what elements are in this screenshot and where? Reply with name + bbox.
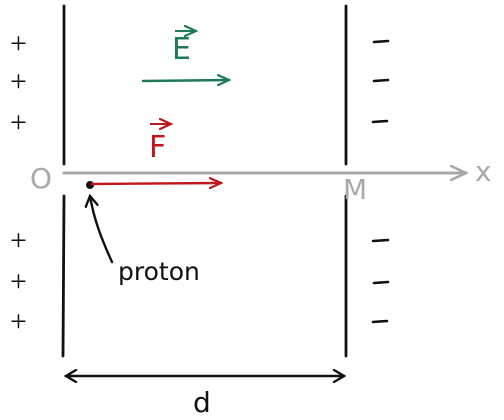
origin-label: O	[30, 162, 52, 195]
plus-charge: +	[10, 106, 27, 139]
distance-label: d	[193, 386, 211, 419]
proton-label: proton	[118, 257, 200, 286]
proton-pointer-arrow	[90, 196, 114, 264]
plus-charge: +	[10, 65, 27, 98]
field-arrow	[141, 80, 229, 81]
point-m-label: M	[343, 173, 367, 206]
plus-charge: +	[10, 27, 27, 60]
plus-charge: +	[10, 265, 27, 298]
plus-charge: +	[10, 224, 27, 257]
force-label: F	[149, 130, 166, 165]
minus-charge	[372, 280, 390, 285]
minus-charge	[371, 238, 390, 243]
left-plate-lower	[61, 194, 66, 358]
minus-charge	[372, 78, 390, 83]
field-label: E	[172, 32, 191, 67]
x-axis-label: x	[475, 155, 492, 188]
force-arrow	[90, 183, 221, 184]
minus-charge	[372, 39, 390, 44]
plus-charge: +	[10, 305, 27, 338]
minus-charge	[371, 319, 389, 324]
minus-charge	[371, 119, 389, 124]
